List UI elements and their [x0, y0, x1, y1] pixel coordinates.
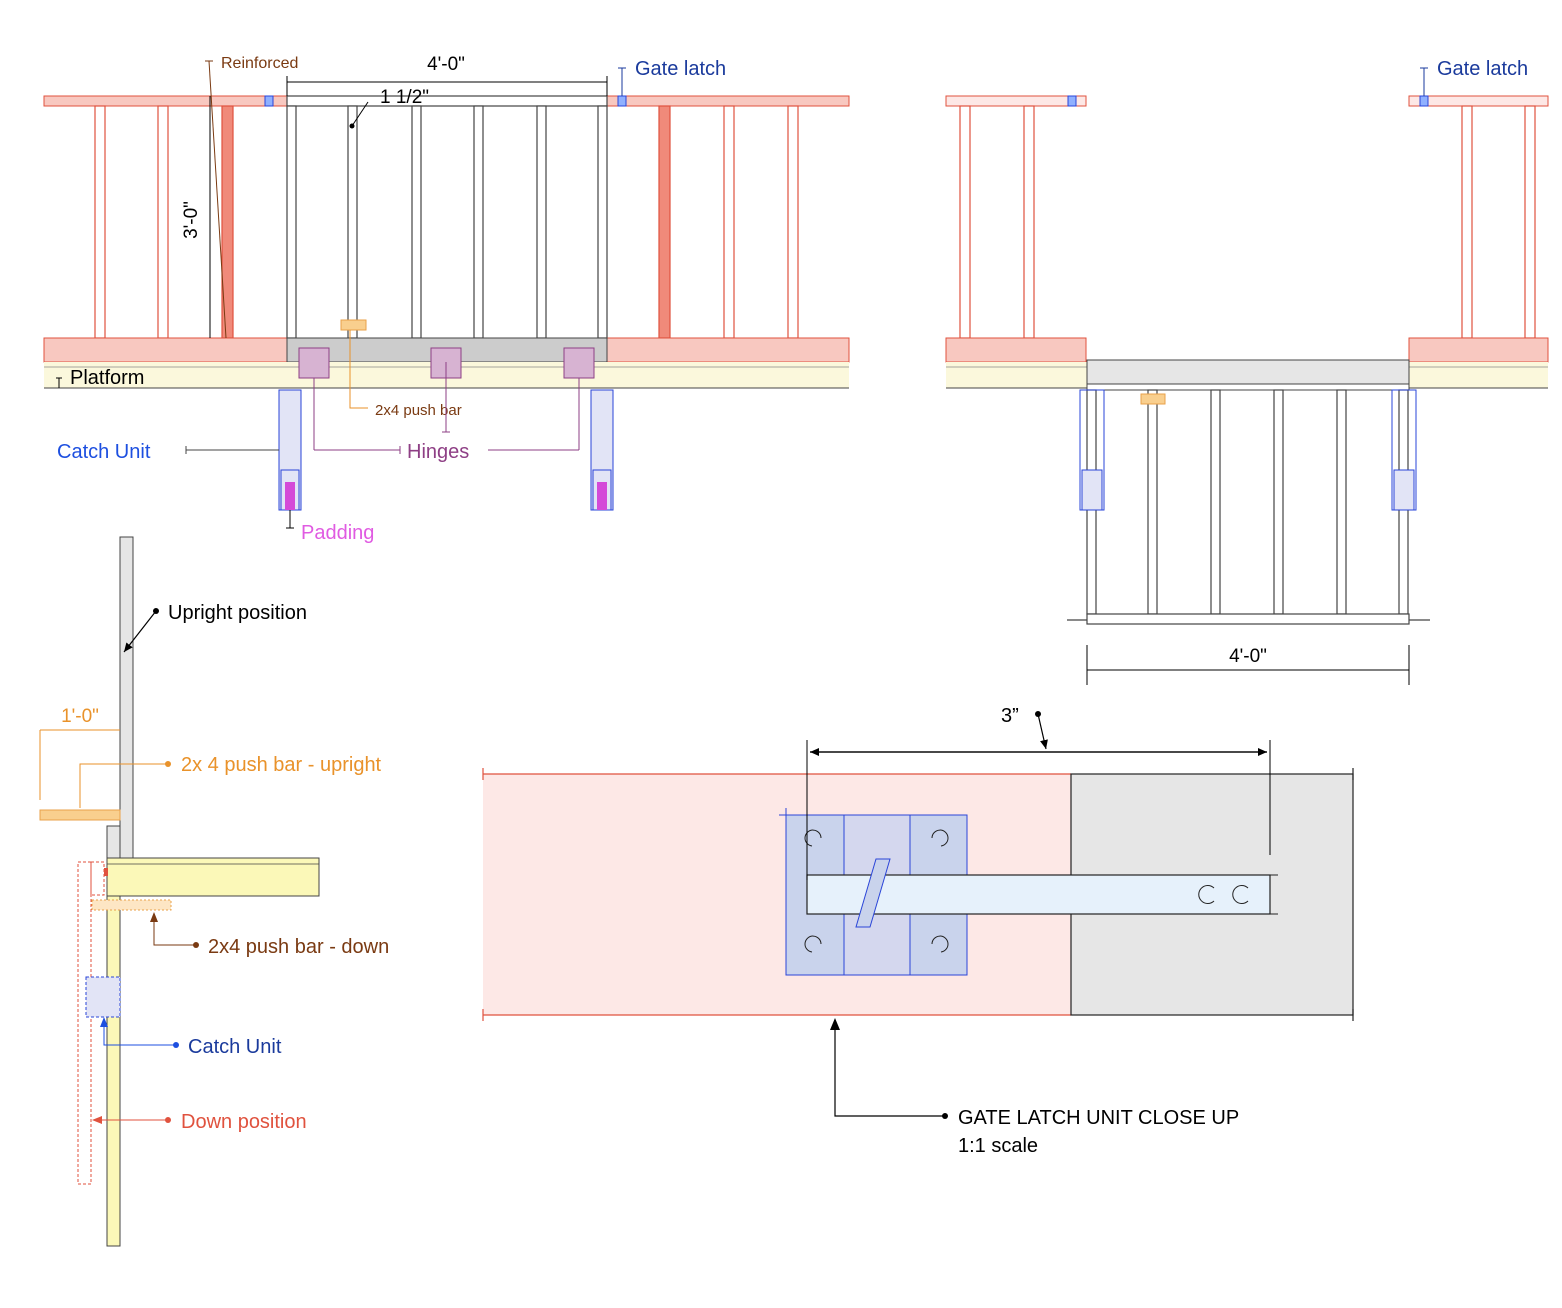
side-view: 1'-0" Upright position 2x 4 push bar - u…: [39, 536, 389, 1247]
gate-bar: [597, 105, 608, 339]
hinge: [298, 347, 330, 379]
screw-hole: [931, 829, 949, 847]
screw-hole: [804, 935, 822, 953]
push-bar-label: 2x4 push bar: [375, 402, 462, 419]
push-bar-down: [91, 899, 172, 911]
down-position-label: Down position: [181, 1111, 307, 1133]
front-view: 4'-0" 3'-0" Reinforced 1 1/2" Gate latch…: [43, 54, 850, 544]
left-base: [43, 337, 288, 363]
left-top-rail: [43, 95, 288, 107]
gate-width-dimension: 4'-0": [427, 54, 465, 75]
screw-hole: [804, 829, 822, 847]
bar-spacing-dimension: 1 1/2": [380, 87, 429, 108]
gate-bar: [536, 105, 547, 339]
padding-block: [285, 482, 295, 510]
latch-closeup-title: GATE LATCH UNIT CLOSE UP: [958, 1107, 1239, 1129]
push-bar: [340, 319, 367, 331]
latch-bar: [806, 874, 1271, 915]
hinge: [563, 347, 595, 379]
platform-label: Platform: [70, 367, 144, 389]
gate-height-dimension: 3'-0": [181, 201, 202, 239]
right-top-rail: [606, 95, 850, 107]
screw-hole: [1232, 885, 1249, 904]
reinforced-label: Reinforced: [221, 55, 298, 72]
gate-bar: [347, 105, 358, 339]
padding-block: [597, 482, 607, 510]
side-catch-unit-label: Catch Unit: [188, 1036, 282, 1058]
screw-hole: [1198, 885, 1215, 904]
down-gate-latch-label: Gate latch: [1437, 58, 1528, 80]
gate-top-rail: [286, 95, 608, 107]
catch-unit-label: Catch Unit: [57, 441, 151, 463]
down-position-gate: [77, 861, 92, 1185]
gate-bar: [411, 105, 422, 339]
latch-closeup: 3” GATE LATCH UNIT CLOSE UP 1:1 scale: [482, 705, 1354, 1157]
left-post: [157, 105, 169, 339]
screw-hole: [931, 935, 949, 953]
upright-gate: [119, 536, 134, 860]
gate-latch-label: Gate latch: [635, 58, 726, 80]
push-bar-upright-label: 2x 4 push bar - upright: [181, 754, 382, 776]
reinforced-post-right: [658, 105, 671, 339]
latch-dimension: 3”: [1001, 705, 1019, 727]
left-top-rail: [945, 95, 1087, 107]
down-width-dimension: 4'-0": [1229, 646, 1267, 667]
right-post: [723, 105, 735, 339]
push-bar-upright: [39, 809, 121, 821]
hinges-label: Hinges: [407, 441, 469, 463]
gate-bar: [286, 105, 297, 339]
latch-marker: [264, 95, 274, 107]
gate-bar: [473, 105, 484, 339]
side-post: [106, 895, 121, 1247]
side-catch-unit: [85, 976, 121, 1018]
down-view: 4'-0" Gate latch: [945, 58, 1549, 685]
right-post: [787, 105, 799, 339]
latch-closeup-scale: 1:1 scale: [958, 1135, 1038, 1157]
lowered-gate-base: [1086, 359, 1410, 385]
padding-label: Padding: [301, 522, 374, 544]
left-post: [94, 105, 106, 339]
push-bar-down-label: 2x4 push bar - down: [208, 936, 389, 958]
right-top-rail: [1408, 95, 1549, 107]
latch-handle: [855, 858, 891, 928]
latch-marker: [617, 95, 627, 107]
upright-position-label: Upright position: [168, 602, 307, 624]
right-base: [606, 337, 850, 363]
offset-dimension: 1'-0": [61, 706, 99, 727]
